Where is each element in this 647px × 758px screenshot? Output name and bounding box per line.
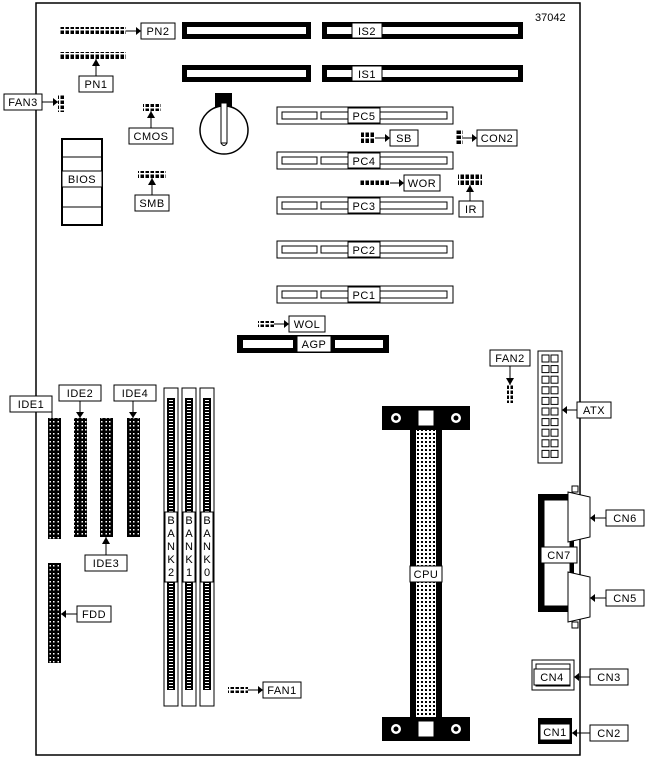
atx-pin (541, 449, 550, 458)
pc3-slot: PC3 (276, 196, 454, 215)
atx-pin (550, 365, 559, 374)
con2-header (455, 130, 463, 144)
dimm-bank-2 (163, 387, 179, 707)
fan1-header (228, 687, 248, 693)
cn5-label: CN5 (613, 593, 637, 605)
fan2-label: FAN2 (495, 353, 525, 365)
ide3-label: IDE3 (93, 558, 119, 570)
pc1-slot: PC1 (276, 285, 454, 304)
cn7-connector: CN7 (538, 485, 591, 629)
diagram-id: 37042 (535, 12, 566, 24)
atx-pin (550, 375, 559, 384)
atx-pin (541, 375, 550, 384)
cn6-label: CN6 (613, 513, 637, 525)
atx-pin (541, 354, 550, 363)
cn7-label: CN7 (547, 550, 571, 562)
cpu-slot: CPU (382, 406, 470, 741)
cn1-connector: CN1 (538, 718, 572, 744)
board-outline (35, 2, 581, 756)
atx-pin (550, 396, 559, 405)
cn4-connector: CN4 (531, 659, 575, 691)
atx-pin (550, 449, 559, 458)
cmos-label: CMOS (134, 131, 169, 143)
fan3-header (58, 94, 64, 112)
sb-label: SB (396, 133, 412, 145)
wol-header (258, 321, 274, 327)
is1-label: IS1 (358, 69, 376, 81)
cpu-label: CPU (414, 569, 439, 581)
ide1-label: IDE1 (18, 399, 44, 411)
cn2-label: CN2 (597, 728, 621, 740)
atx-label: ATX (583, 405, 605, 417)
pn2-label-box (140, 22, 176, 40)
cn3-label: CN3 (597, 672, 621, 684)
atx-pin (541, 418, 550, 427)
pc1-label: PC1 (353, 290, 376, 302)
atx-pin (550, 428, 559, 437)
fdd-label: FDD (82, 609, 106, 621)
atx-pin (550, 418, 559, 427)
agp-label: AGP (302, 339, 327, 351)
ir-header (458, 173, 482, 185)
ir-label: IR (465, 204, 477, 216)
ide3-connector (100, 418, 113, 537)
atx-pin (541, 386, 550, 395)
pn1-label-box (78, 75, 114, 93)
atx-pin (541, 365, 550, 374)
fan2-header (507, 385, 513, 403)
pc4-slot: PC4 (276, 151, 454, 170)
cn1-label: CN1 (543, 727, 567, 739)
fan1-label: FAN1 (267, 685, 297, 697)
con2-label: CON2 (481, 133, 514, 145)
is2-label: IS2 (358, 26, 376, 38)
pc3-label: PC3 (353, 201, 376, 213)
bios-label: BIOS (68, 174, 96, 186)
atx-pin (541, 396, 550, 405)
dimm-bank-0 (199, 387, 215, 707)
pci-slots: PC5 PC4 PC3 PC2 PC1 (276, 106, 454, 304)
pc4-label: PC4 (353, 156, 376, 168)
ide4-connector (127, 418, 140, 537)
pc5-slot: PC5 (276, 106, 454, 125)
cn4-label: CN4 (540, 672, 564, 684)
fan3-label: FAN3 (8, 97, 38, 109)
ide2-connector (74, 418, 87, 537)
smb-label-box (134, 194, 170, 212)
pc5-label: PC5 (353, 111, 376, 123)
pn1-label: PN1 (85, 79, 108, 91)
wol-label: WOL (294, 319, 321, 331)
pn2-label: PN2 (147, 26, 170, 38)
pn2-header (60, 27, 126, 34)
cmos-label-box (128, 127, 174, 145)
smb-header (138, 171, 166, 178)
ide4-label: IDE4 (122, 388, 148, 400)
sb-jumper (361, 131, 375, 143)
cmos-jumper (143, 104, 161, 111)
fdd-connector (48, 563, 61, 663)
atx-pin (550, 386, 559, 395)
pn1-header (60, 52, 126, 59)
dimm-bank-1 (181, 387, 197, 707)
pc2-slot: PC2 (276, 240, 454, 259)
smb-label: SMB (139, 198, 164, 210)
ide2-label: IDE2 (67, 388, 93, 400)
pc2-label: PC2 (353, 245, 376, 257)
ide1-connector (48, 418, 61, 539)
atx-pin (550, 407, 559, 416)
wor-label: WOR (408, 178, 436, 190)
atx-pin (550, 439, 559, 448)
atx-pin (541, 407, 550, 416)
wor-header (360, 180, 390, 186)
atx-pin (541, 428, 550, 437)
atx-pin (541, 439, 550, 448)
atx-pin (550, 354, 559, 363)
